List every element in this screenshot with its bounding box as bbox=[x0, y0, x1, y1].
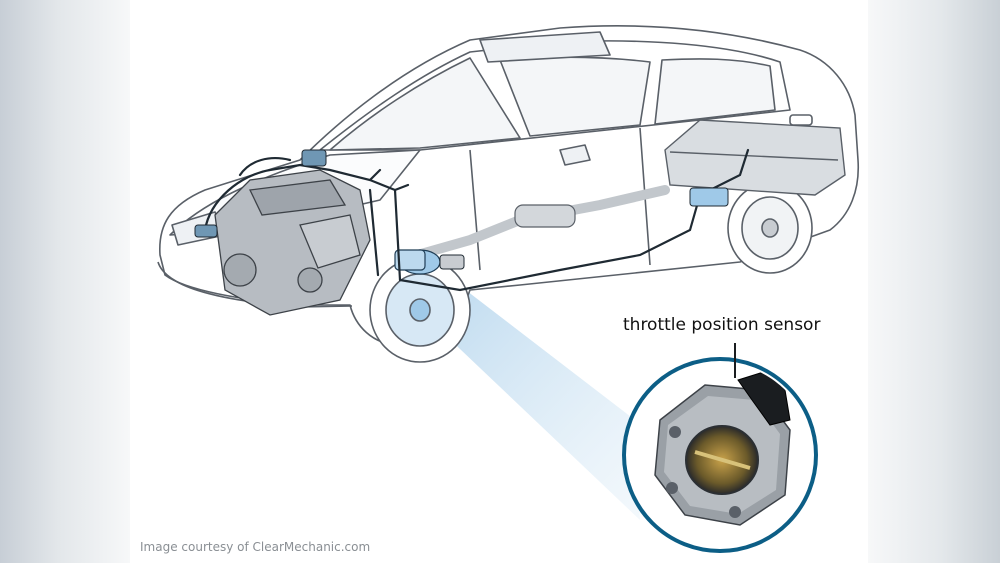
wiring-harness bbox=[203, 148, 750, 292]
rear-wheel bbox=[727, 182, 813, 274]
front-wheel bbox=[369, 257, 471, 363]
inset-magnifier bbox=[622, 357, 818, 553]
engine-sensors bbox=[194, 149, 729, 270]
muffler bbox=[514, 204, 576, 228]
right-blur-margin bbox=[868, 0, 1000, 563]
engine-icon bbox=[214, 169, 371, 316]
left-blur-margin bbox=[0, 0, 130, 563]
throttle-body-icon bbox=[394, 249, 441, 275]
image-credit: Image courtesy of ClearMechanic.com bbox=[140, 540, 371, 554]
fuel-tank-icon bbox=[664, 119, 846, 196]
callout-label: throttle position sensor bbox=[623, 315, 821, 335]
